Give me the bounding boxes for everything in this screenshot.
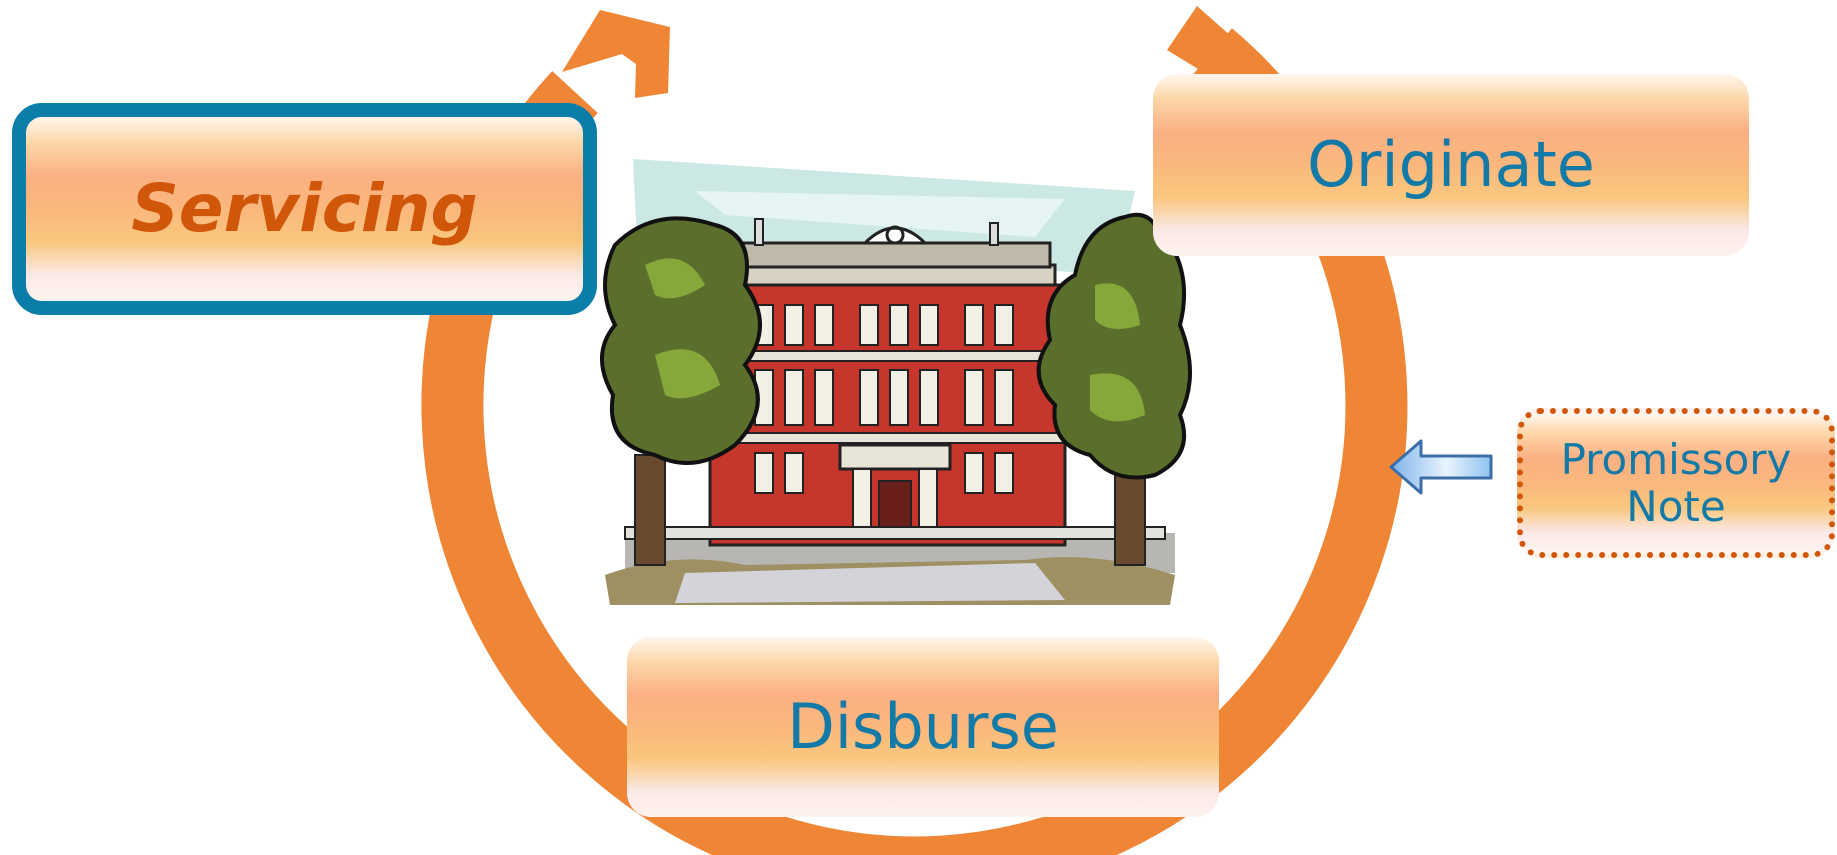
cycle-arrowhead xyxy=(562,10,670,98)
cycle-ring xyxy=(421,28,1408,855)
servicing-label: Servicing xyxy=(131,170,478,248)
promissory-note-label: Promissory Note xyxy=(1560,434,1792,531)
school-building-icon xyxy=(600,159,1192,605)
promissory-note-box: Promissory Note xyxy=(1517,408,1835,558)
input-arrow-icon xyxy=(1389,439,1493,495)
originate-label: Originate xyxy=(1307,128,1595,202)
disburse-label: Disburse xyxy=(787,690,1059,764)
cycle-tail xyxy=(1167,6,1275,75)
servicing-stage-box: Servicing xyxy=(12,103,597,315)
disburse-stage-box: Disburse xyxy=(627,637,1219,817)
originate-stage-box: Originate xyxy=(1153,74,1749,256)
